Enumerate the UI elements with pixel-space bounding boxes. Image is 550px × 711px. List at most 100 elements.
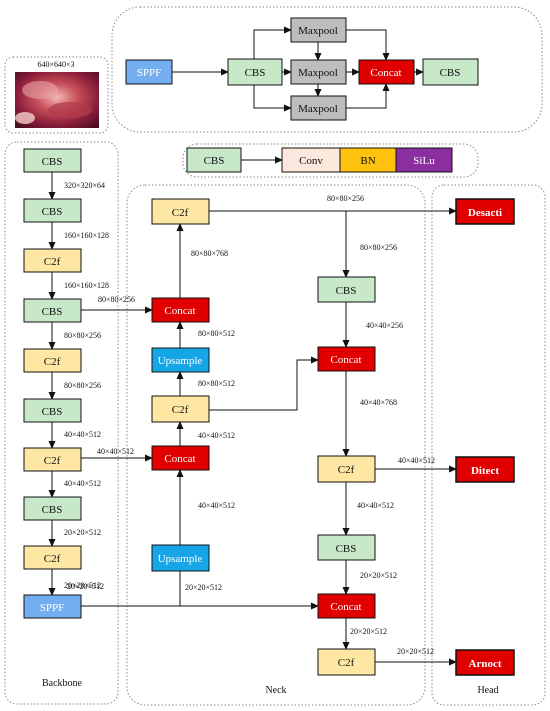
sppf-detail-sppf: SPPF — [125, 59, 173, 85]
svg-text:Concat: Concat — [370, 67, 401, 79]
backbone-panel — [4, 141, 119, 705]
neck-upsample-top: Upsample — [151, 347, 210, 373]
sppf-detail-maxpool-2: Maxpool — [290, 59, 347, 85]
svg-text:C2f: C2f — [172, 404, 189, 416]
neck-dim-concat-top-in: 80×80×512 — [198, 329, 235, 338]
svg-text:C2f: C2f — [44, 455, 61, 467]
backbone-dim-8: 20×20×512 — [64, 528, 101, 537]
cbs-detail-conv: Conv — [281, 147, 341, 173]
neck-section-label: Neck — [265, 685, 286, 696]
svg-text:CBS: CBS — [42, 156, 63, 168]
neck-dim-concat-top-out: 40×40×768 — [360, 398, 397, 407]
svg-text:BN: BN — [360, 155, 375, 167]
svg-text:C2f: C2f — [44, 256, 61, 268]
backbone-block-4-cbs: CBS — [23, 298, 82, 323]
backbone-dim-2: 160×160×128 — [64, 231, 109, 240]
input-size-label: 640×640×3 — [37, 60, 74, 69]
neck-c2f-mid-left: C2f — [151, 395, 210, 423]
backbone-block-9-c2f: C2f — [23, 545, 82, 570]
head-output-2: Ditect — [455, 456, 515, 483]
backbone-block-8-cbs: CBS — [23, 496, 82, 521]
cbs-detail-silu: SiLu — [395, 147, 453, 173]
neck-dim-concat-bottom-out: 20×20×512 — [350, 627, 387, 636]
sppf-detail-cbs-b: CBS — [422, 58, 479, 86]
svg-text:CBS: CBS — [245, 67, 266, 79]
neck-dimension-labels: 80×80×256 80×80×768 80×80×512 80×80×512 … — [67, 194, 435, 656]
cbs-detail-bn: BN — [339, 147, 397, 173]
svg-text:CBS: CBS — [42, 206, 63, 218]
neck-cbs-bottom-right: CBS — [317, 534, 376, 561]
svg-text:CBS: CBS — [42, 306, 63, 318]
backbone-dim-6: 40×40×512 — [64, 430, 101, 439]
head-output-3: Arnoct — [455, 649, 515, 676]
svg-text:SPPF: SPPF — [40, 602, 64, 614]
svg-text:Arnoct: Arnoct — [469, 658, 502, 670]
svg-text:C2f: C2f — [172, 207, 189, 219]
neck-dim-backbone-to-concat-mid: 40×40×512 — [97, 447, 134, 456]
neck-dim-c2f-top-in: 80×80×768 — [191, 249, 228, 258]
svg-text:CBS: CBS — [42, 504, 63, 516]
sppf-detail-concat: Concat — [358, 59, 415, 85]
svg-text:Concat: Concat — [164, 453, 195, 465]
svg-text:SiLu: SiLu — [413, 155, 435, 167]
neck-c2f-bottom-right: C2f — [317, 648, 376, 676]
neck-dim-c2f-mid-in: 40×40×512 — [198, 431, 235, 440]
svg-text:C2f: C2f — [44, 356, 61, 368]
svg-text:Upsample: Upsample — [158, 355, 203, 367]
cbs-detail-panel — [182, 143, 479, 178]
head-output-1: Desacti — [455, 198, 515, 225]
neck-concat-top-right: Concat — [317, 346, 376, 372]
backbone-block-10-sppf: SPPF — [23, 594, 82, 619]
neck-dim-upsample-bottom-in: 40×40×512 — [198, 501, 235, 510]
svg-text:Concat: Concat — [330, 354, 361, 366]
backbone-dim-5: 80×80×256 — [64, 381, 101, 390]
neck-concat-mid-left: Concat — [151, 445, 210, 471]
backbone-block-5-c2f: C2f — [23, 348, 82, 373]
neck-concat-bottom-right: Concat — [317, 593, 376, 619]
backbone-dimension-labels: 320×320×64 160×160×128 160×160×128 80×80… — [64, 181, 109, 590]
neck-dim-down-to-cbs: 80×80×256 — [360, 243, 397, 252]
sppf-detail-maxpool-1: Maxpool — [290, 17, 347, 43]
svg-text:Concat: Concat — [330, 601, 361, 613]
svg-text:CBS: CBS — [42, 406, 63, 418]
neck-cbs-top-right: CBS — [317, 276, 376, 303]
svg-text:CBS: CBS — [336, 543, 357, 555]
neck-dim-sppf-out: 20×20×512 — [67, 582, 104, 591]
svg-text:C2f: C2f — [338, 464, 355, 476]
svg-text:Upsample: Upsample — [158, 553, 203, 565]
cbs-detail-cbs: CBS — [186, 147, 242, 173]
head-panel — [431, 184, 546, 706]
svg-text:Conv: Conv — [299, 155, 323, 167]
head-section-label: Head — [477, 685, 498, 696]
svg-text:CBS: CBS — [336, 285, 357, 297]
sppf-detail-panel — [111, 6, 543, 133]
neck-dim-cbs-bottom-out: 20×20×512 — [360, 571, 397, 580]
backbone-block-1-cbs: CBS — [23, 148, 82, 173]
backbone-block-3-c2f: C2f — [23, 248, 82, 273]
sppf-detail-maxpool-3: Maxpool — [290, 95, 347, 121]
svg-text:C2f: C2f — [338, 657, 355, 669]
svg-text:Desacti: Desacti — [468, 207, 502, 219]
neck-c2f-mid-right: C2f — [317, 455, 376, 483]
neck-upsample-bottom: Upsample — [151, 544, 210, 572]
backbone-block-7-c2f: C2f — [23, 447, 82, 472]
backbone-dim-9: 20×20×512 — [64, 581, 101, 590]
neck-dim-c2f-mid-to-head: 40×40×512 — [398, 456, 435, 465]
svg-text:CBS: CBS — [204, 155, 225, 167]
neck-panel — [126, 184, 426, 706]
svg-text:Maxpool: Maxpool — [298, 103, 338, 115]
backbone-section-label: Backbone — [42, 678, 83, 689]
neck-dim-upsample-top-in: 80×80×512 — [198, 379, 235, 388]
svg-text:Ditect: Ditect — [471, 465, 499, 477]
neck-dim-top-to-head: 80×80×256 — [327, 194, 364, 203]
neck-dim-cbs-top-out: 40×40×256 — [366, 321, 403, 330]
backbone-dim-7: 40×40×512 — [64, 479, 101, 488]
backbone-dim-3: 160×160×128 — [64, 281, 109, 290]
neck-dim-c2f-bottom-to-head: 20×20×512 — [397, 647, 434, 656]
svg-text:Maxpool: Maxpool — [298, 25, 338, 37]
neck-dim-c2f-mid-out: 40×40×512 — [357, 501, 394, 510]
neck-concat-top-left: Concat — [151, 297, 210, 323]
neck-c2f-top: C2f — [151, 198, 210, 225]
backbone-dim-4: 80×80×256 — [64, 331, 101, 340]
